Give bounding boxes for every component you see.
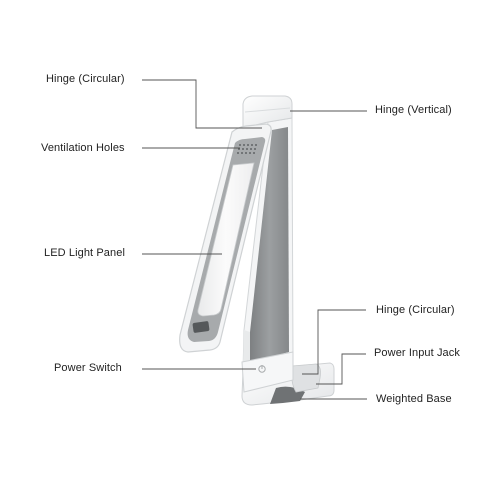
- label-hinge-circular-top: Hinge (Circular): [46, 73, 125, 85]
- label-power-switch: Power Switch: [54, 362, 122, 374]
- vertical-stand: [242, 117, 294, 373]
- leader-hinge-circular-top: [142, 79, 262, 129]
- label-ventilation-holes: Ventilation Holes: [41, 142, 125, 154]
- leader-hinge-circular-bottom: [302, 309, 366, 375]
- ventilation-holes: [237, 144, 257, 154]
- label-led-light-panel: LED Light Panel: [44, 247, 125, 259]
- head-button: [192, 321, 210, 333]
- leader-lines: [142, 79, 367, 400]
- lamp-head: [179, 123, 272, 353]
- label-weighted-base: Weighted Base: [376, 393, 452, 405]
- power-switch: [241, 351, 294, 393]
- label-power-input-jack: Power Input Jack: [374, 347, 460, 359]
- label-hinge-vertical: Hinge (Vertical): [375, 104, 452, 116]
- leader-power-input-jack: [316, 353, 366, 385]
- hinge-vertical: [242, 95, 293, 129]
- label-hinge-circular-bottom: Hinge (Circular): [376, 304, 455, 316]
